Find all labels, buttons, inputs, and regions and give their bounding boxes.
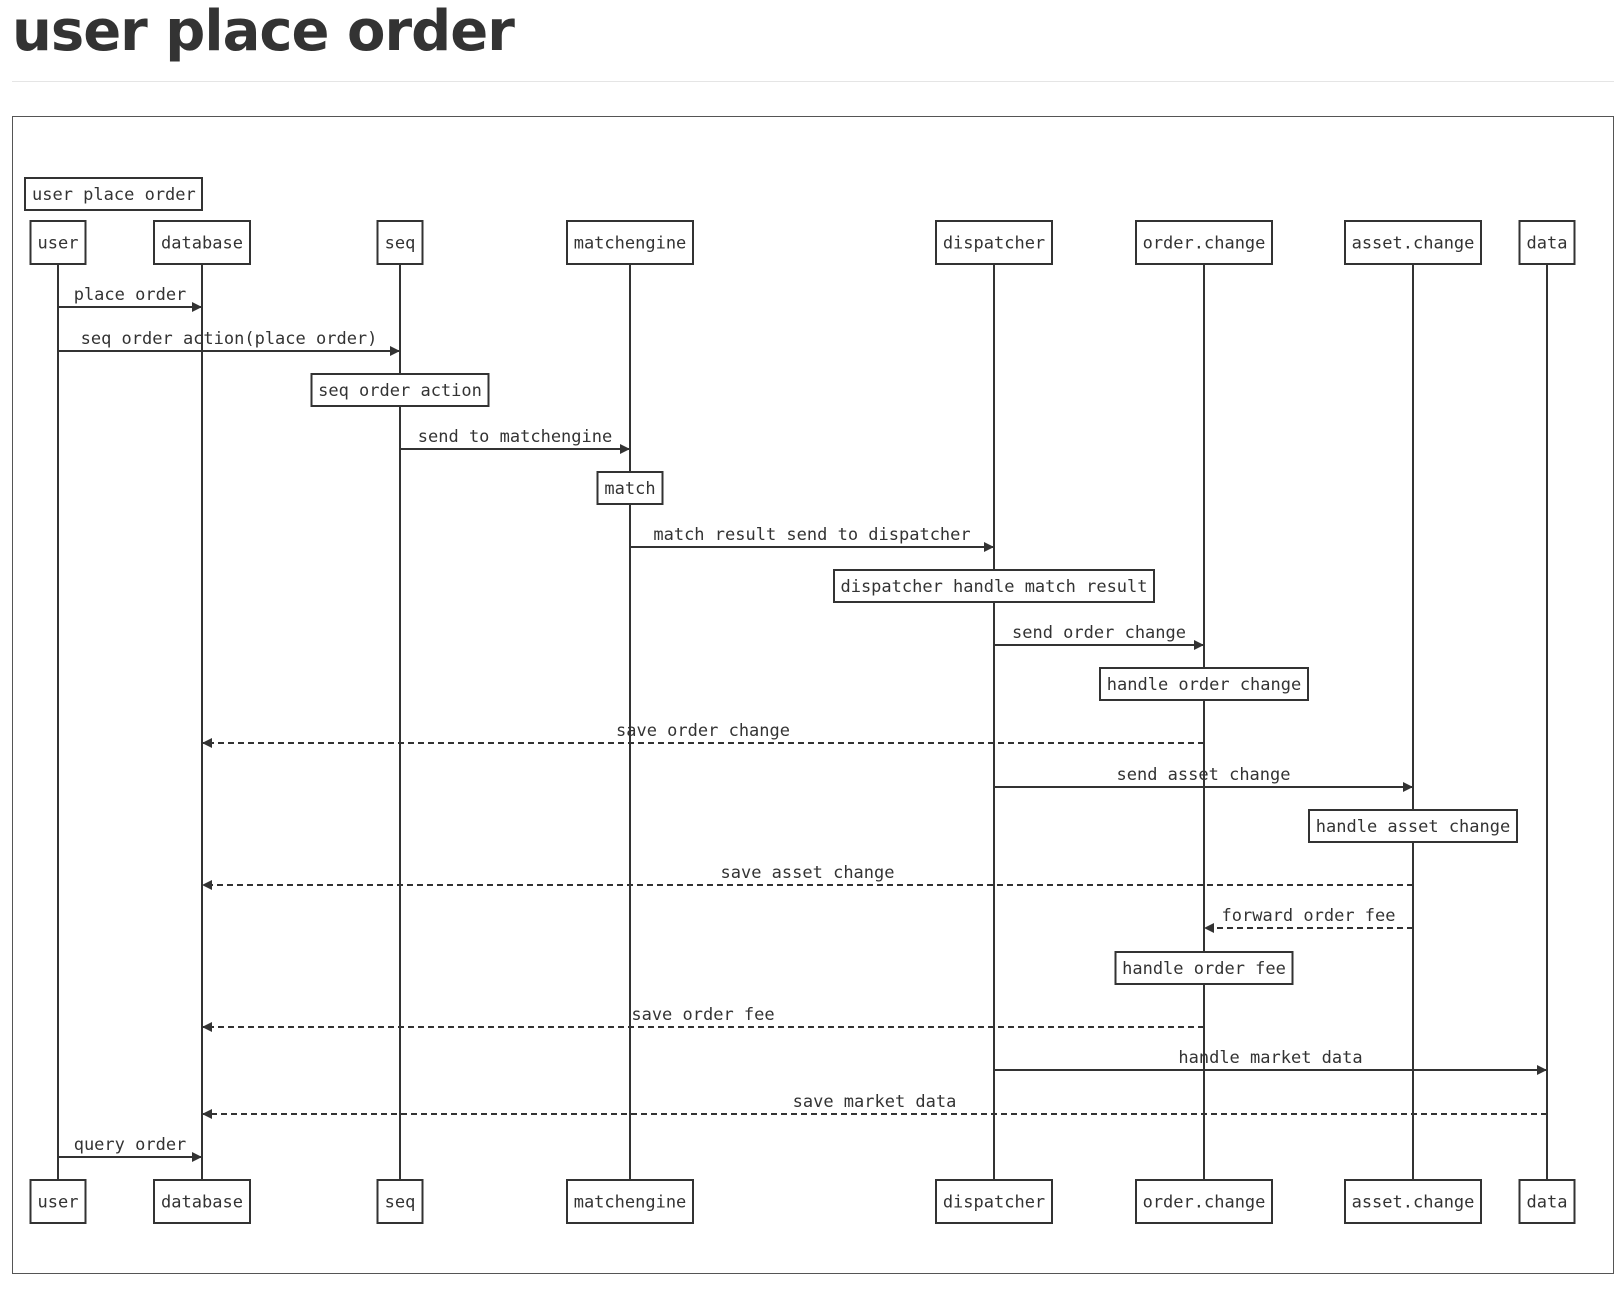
message-label: save asset change (721, 863, 895, 883)
participant-top-user: user (29, 220, 87, 265)
participant-top-order_change-label: order.change (1143, 234, 1266, 254)
participant-bottom-order_change-label: order.change (1143, 1193, 1266, 1213)
message-label: send asset change (1117, 765, 1291, 785)
note-14-label: handle order fee (1122, 959, 1286, 979)
message-label: place order (74, 285, 187, 305)
page-title: user place order (12, 0, 515, 64)
participant-top-database: database (153, 220, 251, 265)
participant-bottom-user: user (29, 1179, 87, 1224)
message-5: match result send to dispatcher (630, 525, 994, 552)
message-12: save asset change (202, 863, 1413, 890)
message-9: save order change (202, 721, 1204, 748)
note-8: handle order change (1099, 667, 1309, 701)
note-4: match (596, 471, 664, 505)
diagram-title: user place order (32, 185, 196, 205)
message-16: handle market data (994, 1048, 1547, 1075)
participant-bottom-user-label: user (38, 1193, 79, 1213)
participant-top-matchengine: matchengine (566, 220, 694, 265)
message-label: forward order fee (1222, 906, 1396, 926)
note-2-label: seq order action (318, 381, 482, 401)
message-17: save market data (202, 1092, 1547, 1119)
note-8-label: handle order change (1107, 675, 1301, 695)
message-label: send to matchengine (418, 427, 612, 447)
message-label: save order change (616, 721, 790, 741)
participant-bottom-database-label: database (161, 1193, 243, 1213)
note-4-label: match (604, 479, 655, 499)
participant-bottom-data: data (1518, 1179, 1576, 1224)
message-label: seq order action(place order) (81, 329, 378, 349)
message-label: query order (74, 1135, 187, 1155)
message-3: send to matchengine (400, 427, 630, 454)
message-label: match result send to dispatcher (653, 525, 970, 545)
participant-top-data: data (1518, 220, 1576, 265)
message-18: query order (58, 1135, 202, 1162)
participant-bottom-seq-label: seq (385, 1193, 416, 1213)
participant-bottom-dispatcher: dispatcher (935, 1179, 1053, 1224)
participant-bottom-matchengine: matchengine (566, 1179, 694, 1224)
note-11: handle asset change (1308, 809, 1518, 843)
participant-top-seq-label: seq (385, 234, 416, 254)
participant-top-dispatcher: dispatcher (935, 220, 1053, 265)
diagram-title-box: user place order (24, 177, 203, 211)
message-label: handle market data (1178, 1048, 1362, 1068)
participant-top-seq: seq (376, 220, 424, 265)
note-2: seq order action (310, 373, 490, 407)
participant-top-dispatcher-label: dispatcher (943, 234, 1045, 254)
note-14: handle order fee (1114, 951, 1294, 985)
participant-bottom-asset_change-label: asset.change (1352, 1193, 1475, 1213)
participant-bottom-database: database (153, 1179, 251, 1224)
participant-bottom-order_change: order.change (1135, 1179, 1273, 1224)
participant-bottom-dispatcher-label: dispatcher (943, 1193, 1045, 1213)
message-10: send asset change (994, 765, 1413, 792)
message-15: save order fee (202, 1005, 1204, 1032)
participant-bottom-data-label: data (1527, 1193, 1568, 1213)
participant-top-asset_change: asset.change (1344, 220, 1482, 265)
title-divider (12, 81, 1614, 82)
message-13: forward order fee (1204, 906, 1413, 933)
message-label: save market data (793, 1092, 957, 1112)
note-11-label: handle asset change (1316, 817, 1510, 837)
participant-top-order_change: order.change (1135, 220, 1273, 265)
participant-top-database-label: database (161, 234, 243, 254)
note-6-label: dispatcher handle match result (840, 577, 1147, 597)
participant-bottom-seq: seq (376, 1179, 424, 1224)
participant-bottom-matchengine-label: matchengine (574, 1193, 687, 1213)
message-label: send order change (1012, 623, 1186, 643)
participant-top-user-label: user (38, 234, 79, 254)
note-6: dispatcher handle match result (833, 569, 1155, 603)
participant-bottom-asset_change: asset.change (1344, 1179, 1482, 1224)
participant-top-matchengine-label: matchengine (574, 234, 687, 254)
message-0: place order (58, 285, 202, 312)
participant-top-data-label: data (1527, 234, 1568, 254)
message-1: seq order action(place order) (58, 329, 400, 356)
message-7: send order change (994, 623, 1204, 650)
diagram-frame (12, 116, 1614, 1274)
message-label: save order fee (631, 1005, 774, 1025)
participant-top-asset_change-label: asset.change (1352, 234, 1475, 254)
